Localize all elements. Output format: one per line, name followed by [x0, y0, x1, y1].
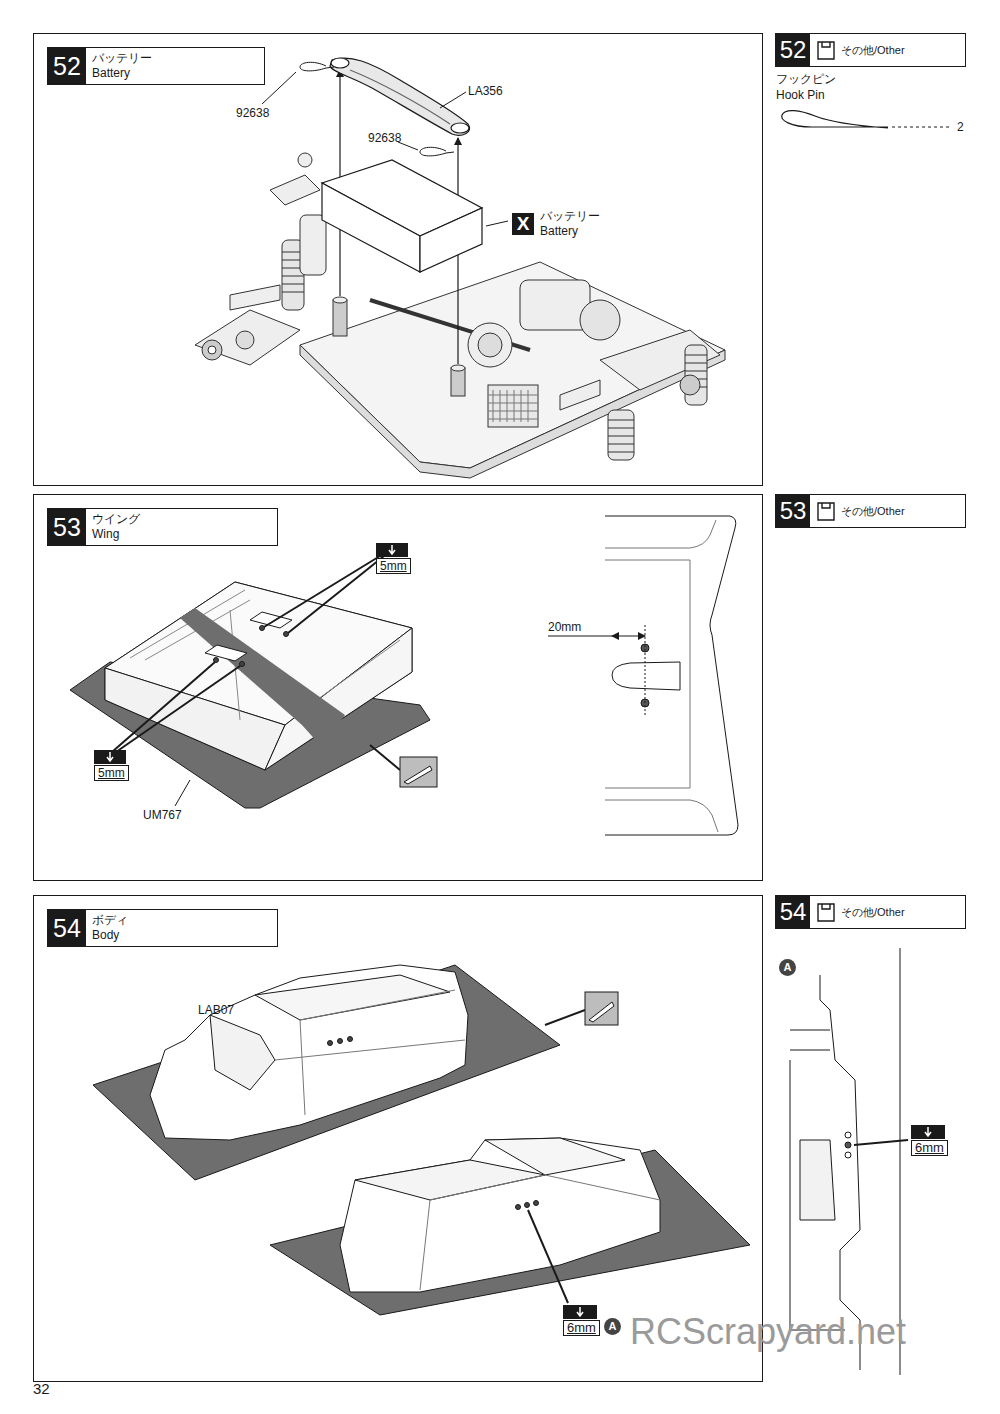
body-shell: [150, 965, 468, 1140]
tool-icon: [816, 39, 836, 61]
step-header: 54ボディBody: [47, 909, 278, 947]
part-name: バッテリーBattery: [540, 209, 600, 239]
leader-line: [528, 1210, 568, 1303]
side-title: その他/Other: [841, 43, 905, 58]
step-title-line: ウイング: [92, 512, 140, 527]
drill-size: 6mm: [563, 1320, 600, 1336]
wing-blank: [105, 582, 412, 770]
tool-icon: [816, 901, 836, 923]
body-shell: [340, 1138, 660, 1292]
quantity: 2: [957, 120, 964, 134]
leader-line: [854, 1140, 908, 1145]
part-name-line: バッテリー: [540, 209, 600, 224]
panel-frame: [34, 34, 763, 486]
step-side-header: 54 その他/Other: [775, 895, 966, 929]
dimension-line: [612, 636, 645, 637]
leader-line: [175, 780, 190, 806]
step-number: 52: [776, 34, 810, 66]
hook-pin: [300, 62, 454, 156]
step-number: 53: [48, 509, 86, 545]
step-number: 54: [776, 896, 810, 928]
battery-strap: [330, 58, 470, 135]
wing-top-view: [605, 516, 738, 835]
step-number: 52: [48, 48, 86, 84]
leader-line: [440, 92, 466, 108]
part-letter: X: [512, 213, 534, 235]
part-name: Hook Pin: [776, 88, 825, 102]
part-tag: X バッテリーBattery: [512, 209, 600, 239]
step-header: 52バッテリーBattery: [47, 47, 265, 85]
part-number: 92638: [236, 106, 269, 120]
step-title-line: ボディ: [92, 913, 128, 928]
part-number: LAB07: [198, 1003, 234, 1017]
panel-frame: [34, 495, 763, 881]
body-side-detail: [790, 948, 900, 1375]
side-title: その他/Other: [841, 504, 905, 519]
leader-line: [262, 72, 296, 104]
step-title-line: Wing: [92, 527, 140, 542]
panel-frame: [34, 896, 763, 1382]
tool-icon: [816, 500, 836, 522]
dimension-line: [548, 636, 612, 637]
part-number: 92638: [368, 131, 401, 145]
battery-pack: [322, 160, 482, 272]
watermark: RCScrapyard.net: [630, 1312, 906, 1352]
part-number: UM767: [143, 808, 182, 822]
part-name-line: Battery: [540, 224, 600, 239]
leader-line: [486, 221, 508, 226]
leader-line: [112, 556, 384, 752]
detail-marker: A: [779, 959, 796, 976]
page-number: 32: [33, 1380, 50, 1398]
step-number: 54: [48, 910, 86, 946]
step-title-line: Battery: [92, 66, 152, 81]
step-title: バッテリーBattery: [92, 51, 152, 81]
step-header: 53ウイングWing: [47, 508, 278, 546]
step-side-header: 52 その他/Other: [775, 33, 966, 67]
step-side-header: 53 その他/Other: [775, 494, 966, 528]
step-number: 53: [776, 495, 810, 527]
side-title: その他/Other: [841, 905, 905, 920]
drill-size: 5mm: [376, 558, 411, 574]
part-number: LA356: [468, 84, 503, 98]
drill-size: 6mm: [911, 1140, 948, 1156]
chassis-drawing: [195, 153, 725, 478]
step-title: ボディBody: [92, 913, 128, 943]
drill-size: 5mm: [94, 765, 129, 781]
trim-icon: [585, 992, 618, 1025]
step-title-line: バッテリー: [92, 51, 152, 66]
part-name-jp: フックピン: [776, 72, 836, 86]
trim-icon: [400, 757, 437, 787]
step-title-line: Body: [92, 928, 128, 943]
hook-pin-actual-size: [782, 111, 950, 128]
dimension: 20mm: [548, 620, 581, 634]
detail-marker: A: [604, 1318, 621, 1335]
step-title: ウイングWing: [92, 512, 140, 542]
